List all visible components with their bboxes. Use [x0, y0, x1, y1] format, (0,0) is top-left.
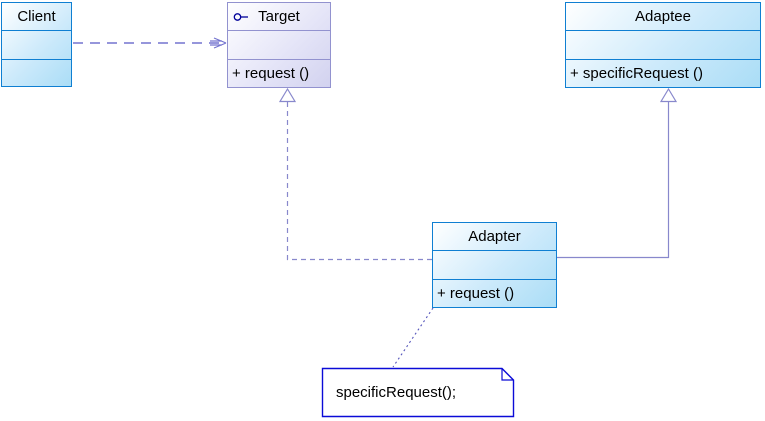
- methods-compartment: + request (): [433, 279, 556, 307]
- dependency-client-target[interactable]: [73, 37, 227, 49]
- class-box-adaptee[interactable]: Adaptee + specificRequest (): [565, 2, 761, 88]
- note-text: specificRequest();: [336, 384, 457, 401]
- class-name: Adaptee: [635, 8, 691, 25]
- method-label: + request (): [437, 285, 515, 302]
- method-label: + specificRequest (): [570, 65, 703, 82]
- method-label: + request (): [232, 65, 310, 82]
- class-box-adapter[interactable]: Adapter + request (): [432, 222, 557, 308]
- class-title-row: Target: [228, 3, 330, 30]
- methods-compartment: [2, 59, 71, 86]
- methods-compartment: + specificRequest (): [566, 59, 760, 87]
- attributes-compartment: [566, 30, 760, 59]
- interface-icon: [233, 13, 248, 21]
- note-anchor-adapter[interactable]: [392, 307, 434, 368]
- attributes-compartment: [2, 30, 71, 59]
- class-name: Target: [258, 8, 300, 25]
- realization-adapter-target[interactable]: [278, 87, 432, 261]
- attributes-compartment: [433, 250, 556, 279]
- generalization-adapter-adaptee[interactable]: [557, 87, 678, 259]
- class-box-client[interactable]: Client: [1, 2, 72, 87]
- class-name: Client: [17, 8, 56, 25]
- interface-box-target[interactable]: Target + request (): [227, 2, 331, 88]
- attributes-compartment: [228, 30, 330, 59]
- methods-compartment: + request (): [228, 59, 330, 87]
- class-name: Adapter: [468, 228, 521, 245]
